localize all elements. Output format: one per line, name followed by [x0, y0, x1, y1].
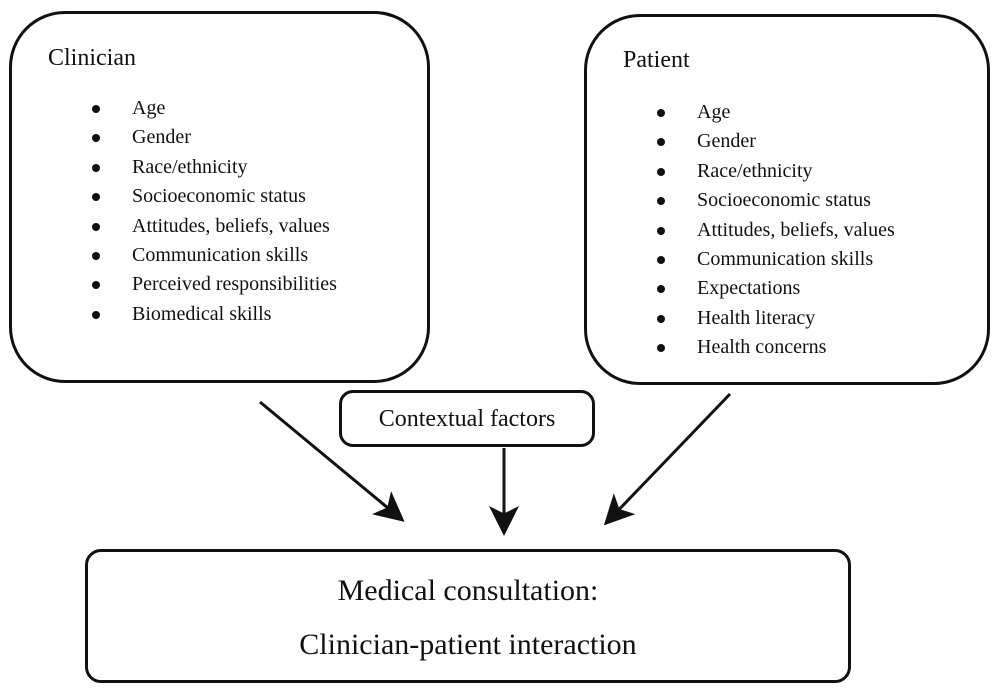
list-item: Socioeconomic status: [651, 186, 895, 215]
bullet-icon: [657, 197, 665, 206]
bullet-icon: [657, 285, 665, 294]
list-item: Gender: [86, 123, 337, 152]
patient-box: Patient Age Gender Race/ethnicity Socioe…: [584, 14, 990, 385]
bullet-icon: [92, 193, 100, 202]
medical-consultation-box: Medical consultation: Clinician-patient …: [85, 549, 851, 683]
list-item-label: Age: [132, 97, 166, 119]
list-item-label: Expectations: [697, 277, 801, 300]
bullet-icon: [657, 109, 665, 117]
list-item-label: Race/ethnicity: [697, 159, 813, 182]
list-item-label: Race/ethnicity: [132, 155, 248, 178]
list-item: Health literacy: [651, 304, 895, 333]
consultation-title: Medical consultation:: [337, 574, 599, 607]
list-item: Communication skills: [651, 245, 895, 274]
contextual-factors-box: Contextual factors: [339, 390, 595, 447]
list-item: Communication skills: [86, 241, 337, 270]
bullet-icon: [657, 344, 665, 353]
list-item-label: Attitudes, beliefs, values: [132, 214, 330, 237]
bullet-icon: [657, 256, 665, 265]
list-item-label: Communication skills: [697, 248, 874, 271]
list-item-label: Gender: [697, 130, 756, 153]
list-item: Age: [651, 98, 895, 127]
list-item-label: Communication skills: [132, 244, 309, 267]
list-item: Attitudes, beliefs, values: [651, 216, 895, 245]
list-item-label: Biomedical skills: [132, 302, 272, 325]
bullet-icon: [92, 105, 100, 113]
list-item: Biomedical skills: [86, 300, 337, 329]
list-item-label: Socioeconomic status: [132, 185, 306, 208]
list-item: Perceived responsibilities: [86, 270, 337, 299]
contextual-factors-label: Contextual factors: [378, 406, 556, 432]
bullet-icon: [657, 314, 665, 323]
list-item: Race/ethnicity: [651, 157, 895, 186]
list-item-label: Socioeconomic status: [697, 189, 871, 212]
bullet-icon: [92, 163, 100, 172]
list-item: Race/ethnicity: [86, 153, 337, 182]
consultation-subtitle: Clinician-patient interaction: [299, 628, 637, 661]
bullet-icon: [92, 134, 100, 143]
list-item: Expectations: [651, 274, 895, 303]
list-item-label: Age: [697, 101, 731, 123]
list-item-label: Perceived responsibilities: [132, 273, 337, 296]
clinician-title: Clinician: [48, 45, 136, 71]
bullet-icon: [657, 138, 665, 147]
list-item: Gender: [651, 127, 895, 156]
list-item-label: Attitudes, beliefs, values: [697, 218, 895, 241]
patient-to-consultation-arrow: [603, 392, 732, 526]
list-item: Attitudes, beliefs, values: [86, 212, 337, 241]
list-item-label: Gender: [132, 126, 191, 149]
list-item: Age: [86, 94, 337, 123]
list-item-label: Health literacy: [697, 306, 816, 329]
list-item-label: Health concerns: [697, 336, 827, 359]
bullet-icon: [92, 281, 100, 290]
clinician-factor-list: Age Gender Race/ethnicity Socioeconomic …: [86, 94, 337, 329]
clinician-box: Clinician Age Gender Race/ethnicity Soci…: [9, 11, 430, 383]
bullet-icon: [657, 226, 665, 235]
patient-factor-list: Age Gender Race/ethnicity Socioeconomic …: [651, 98, 895, 363]
list-item: Socioeconomic status: [86, 182, 337, 211]
bullet-icon: [657, 167, 665, 176]
bullet-icon: [92, 252, 100, 261]
bullet-icon: [92, 310, 100, 319]
bullet-icon: [92, 222, 100, 231]
list-item: Health concerns: [651, 333, 895, 362]
patient-title: Patient: [623, 47, 690, 73]
